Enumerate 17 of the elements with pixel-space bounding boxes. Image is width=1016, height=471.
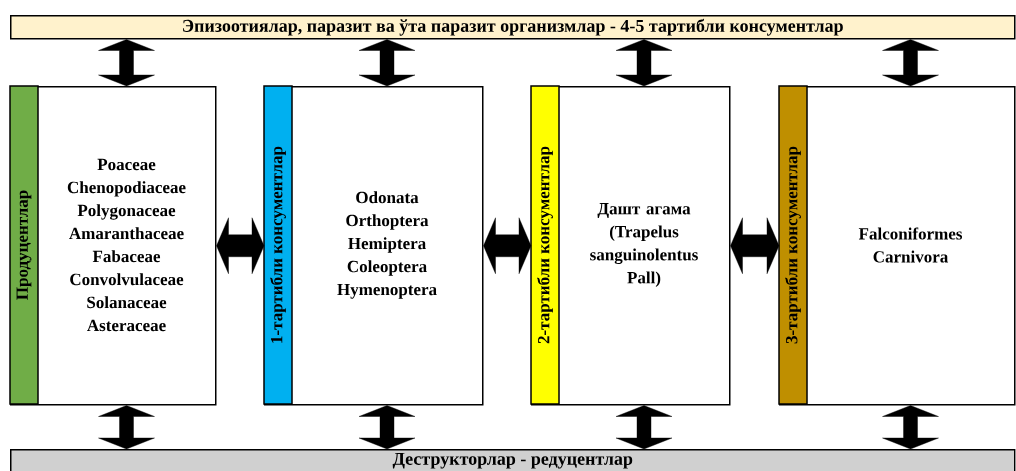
side-strip: 1-тартибли консументлар (263, 85, 293, 405)
side-strip: Продуцентлар (9, 85, 39, 405)
side-strip: 2-тартибли консументлар (530, 85, 560, 405)
double-arrow (483, 217, 532, 274)
double-arrow (358, 39, 416, 87)
double-arrow (98, 405, 155, 450)
double-arrow (730, 217, 780, 274)
side-strip: 3-тартибли консументлар (778, 85, 808, 405)
double-arrow (98, 39, 155, 87)
level-band: Эпизоотиялар, паразит ва ўта паразит организмлар - 4-5 тартибли консументлар (10, 15, 1016, 40)
double-arrow (615, 39, 673, 87)
double-arrow (882, 405, 939, 450)
double-arrow (882, 39, 939, 87)
double-arrow (216, 217, 265, 274)
double-arrow (358, 405, 416, 450)
double-arrow (615, 405, 673, 450)
level-band: Деструкторлар - редуцентлар (10, 449, 1016, 471)
